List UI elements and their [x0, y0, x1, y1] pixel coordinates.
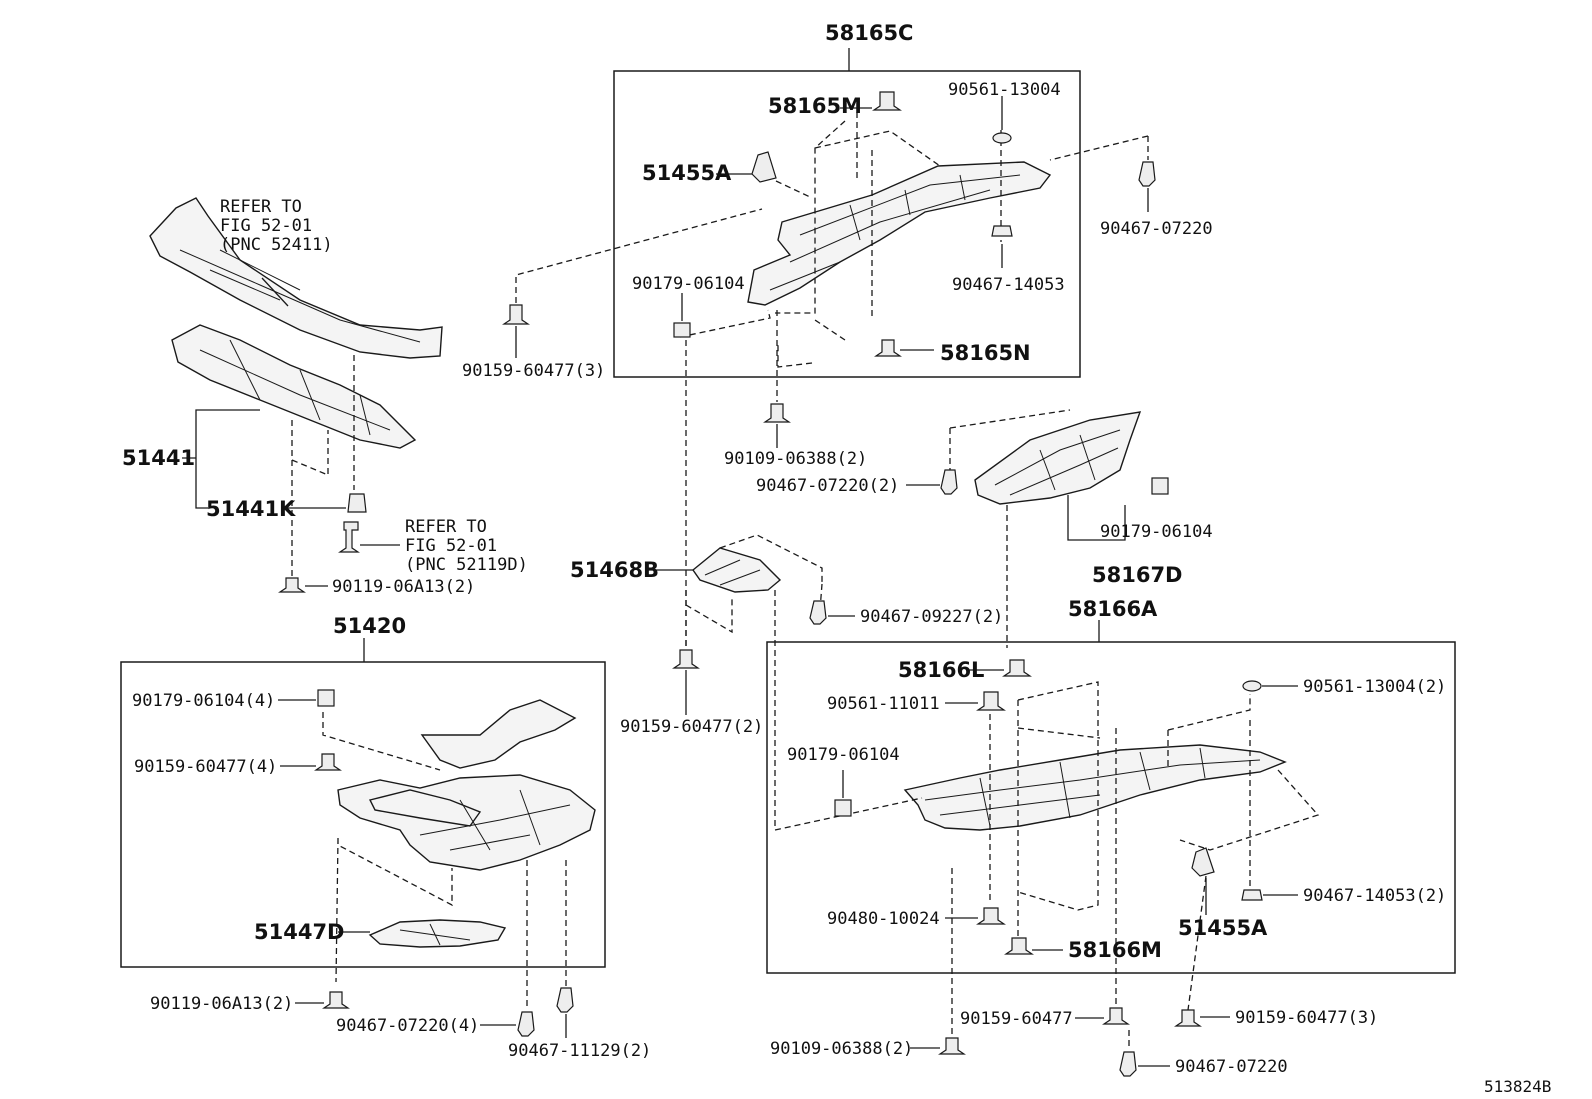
label-90159-60477-3-bot: 90159-60477(3) — [1235, 1008, 1378, 1028]
label-51441k: 51441K — [206, 497, 296, 521]
bolt-90159-60477-3-top — [502, 304, 530, 325]
bracket-51468b-shape — [692, 547, 782, 593]
clip-90179-06104-mid — [1151, 477, 1169, 495]
bolt-90119-06a13-2-top — [278, 577, 306, 593]
label-90467-07220-bot: 90467-07220 — [1175, 1057, 1288, 1077]
push-clip-90467-11129-2 — [556, 987, 574, 1013]
note-bolt-line2: FIG 52-01 — [405, 536, 497, 556]
label-51447d: 51447D — [254, 920, 345, 944]
label-90179-06104-mid: 90179-06104 — [1100, 522, 1213, 542]
note-bumper-line3: (PNC 52411) — [220, 235, 333, 255]
bolt-90109-06388-2-top — [763, 403, 791, 423]
push-clip-90467-07220-2-mid — [940, 469, 958, 495]
label-90467-14053: 90467-14053 — [952, 275, 1065, 295]
diagram-id: 513824B — [1484, 1077, 1551, 1096]
label-90159-60477-4: 90159-60477(4) — [134, 757, 277, 777]
clip-51455a-bot — [1191, 847, 1215, 877]
label-58166l: 58166L — [898, 658, 984, 682]
label-90467-07220-top: 90467-07220 — [1100, 219, 1213, 239]
label-58165m: 58165M — [768, 94, 862, 118]
group-box-58166A — [766, 641, 1456, 974]
nut-90467-14053 — [991, 225, 1013, 237]
clip-90561-11011 — [976, 691, 1006, 711]
clip-51441k — [347, 493, 367, 513]
label-90179-06104-4: 90179-06104(4) — [132, 691, 275, 711]
push-clip-90467-07220-4 — [517, 1011, 535, 1037]
label-90561-13004: 90561-13004 — [948, 80, 1061, 100]
note-bolt-line1: REFER TO — [405, 517, 487, 537]
label-90561-11011: 90561-11011 — [827, 694, 940, 714]
group-box-51420 — [120, 661, 606, 968]
note-bumper-line2: FIG 52-01 — [220, 216, 312, 236]
note-bumper-line1: REFER TO — [220, 197, 302, 217]
label-90109-06388-2-bot: 90109-06388(2) — [770, 1039, 913, 1059]
group-box-58165C — [613, 70, 1081, 378]
bumper-ref-shape — [149, 197, 443, 359]
cover-58167d-shape — [974, 411, 1142, 505]
bolt-90159-60477-4 — [314, 753, 342, 771]
label-51441: 51441 — [122, 446, 195, 470]
label-90467-09227-2: 90467-09227(2) — [860, 607, 1003, 627]
label-58165n: 58165N — [940, 341, 1031, 365]
label-90179-06104-right: 90179-06104 — [787, 745, 900, 765]
clip-90179-06104-4 — [317, 689, 335, 707]
label-58165c: 58165C — [825, 21, 913, 45]
label-90159-60477-2: 90159-60477(2) — [620, 717, 763, 737]
label-51420: 51420 — [333, 614, 406, 638]
label-90467-11129-2: 90467-11129(2) — [508, 1041, 651, 1061]
label-90159-60477-3-top: 90159-60477(3) — [462, 361, 605, 381]
label-90179-06104-top: 90179-06104 — [632, 274, 745, 294]
push-clip-90467-07220-top — [1138, 161, 1156, 187]
clip-90179-06104-top — [673, 322, 691, 338]
clip-51455a-top — [751, 151, 777, 183]
label-90467-07220-4: 90467-07220(4) — [336, 1016, 479, 1036]
note-bolt-line3: (PNC 52119D) — [405, 555, 528, 575]
nut-90467-14053-2 — [1241, 889, 1263, 901]
cover-51420-upper-shape — [420, 699, 577, 769]
clip-58165m — [872, 91, 902, 111]
bolt-90119-06a13-2-bot — [322, 991, 350, 1009]
bolt-90159-60477-2 — [672, 649, 700, 669]
clip-58165n — [874, 339, 902, 357]
nut-90561-13004-2 — [1242, 680, 1262, 692]
clip-58166l — [1002, 659, 1032, 677]
bolt-90109-06388-2-bot — [938, 1037, 966, 1055]
label-90119-06a13-2-bot: 90119-06A13(2) — [150, 994, 293, 1014]
label-90467-07220-2-mid: 90467-07220(2) — [756, 476, 899, 496]
label-51455a-bot: 51455A — [1178, 916, 1268, 940]
cover-58166a-shape — [903, 744, 1287, 831]
label-51468b: 51468B — [570, 558, 659, 582]
label-58166a: 58166A — [1068, 597, 1158, 621]
cover-51420-shape — [337, 774, 596, 871]
cover-58165c-shape — [747, 161, 1052, 306]
label-58166m: 58166M — [1068, 938, 1162, 962]
nut-90561-13004 — [992, 132, 1012, 144]
bolt-refer-52119d — [338, 521, 360, 553]
bolt-90159-60477-3-bot — [1174, 1009, 1202, 1027]
push-clip-90467-07220-bot — [1119, 1051, 1137, 1077]
cover-51447d-shape — [368, 919, 507, 948]
clip-90179-06104-right — [834, 799, 852, 817]
label-90109-06388-2-top: 90109-06388(2) — [724, 449, 867, 469]
label-58167d: 58167D — [1092, 563, 1183, 587]
label-90159-60477-bot: 90159-60477 — [960, 1009, 1073, 1029]
bolt-90159-60477-bot — [1102, 1007, 1130, 1025]
clip-90480-10024 — [976, 907, 1006, 925]
label-90467-14053-2: 90467-14053(2) — [1303, 886, 1446, 906]
label-51455a-top: 51455A — [642, 161, 732, 185]
clip-58166m — [1004, 937, 1034, 955]
label-90119-06a13-2-top: 90119-06A13(2) — [332, 577, 475, 597]
label-90561-13004-2: 90561-13004(2) — [1303, 677, 1446, 697]
push-clip-90467-09227-2 — [809, 600, 827, 625]
label-90480-10024: 90480-10024 — [827, 909, 940, 929]
